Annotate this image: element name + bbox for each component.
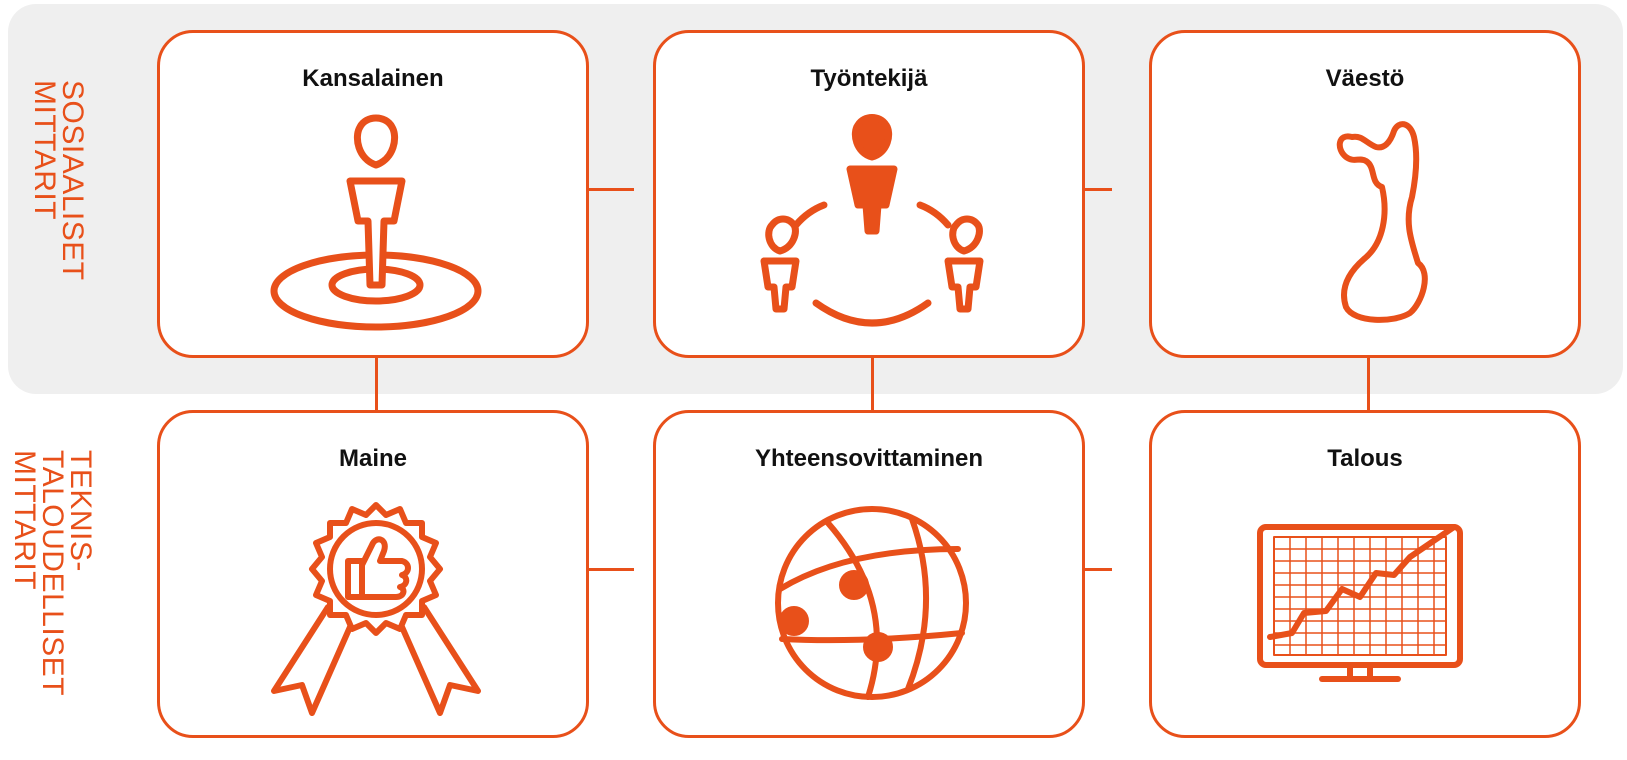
award-thumbs-up-icon bbox=[271, 502, 481, 716]
card-maine: Maine bbox=[157, 410, 589, 738]
card-kansalainen: Kansalainen bbox=[157, 30, 589, 358]
network-globe-icon bbox=[775, 506, 969, 700]
connector-tyontekija-yhteensovittaminen bbox=[871, 350, 874, 412]
finland-map-icon bbox=[1336, 121, 1428, 323]
card-title: Kansalainen bbox=[302, 65, 444, 92]
card-title: Maine bbox=[338, 445, 407, 472]
card-tyontekija: Työntekijä bbox=[653, 30, 1085, 358]
connector-kansalainen-tyontekija bbox=[570, 188, 634, 191]
card-yhteensovittaminen: Yhteensovittaminen bbox=[653, 410, 1085, 738]
growth-chart-monitor-icon bbox=[1257, 524, 1463, 682]
card-title: Yhteensovittaminen bbox=[754, 445, 984, 472]
card-vaesto: Väestö bbox=[1149, 30, 1581, 358]
connector-kansalainen-maine bbox=[375, 350, 378, 412]
connector-vaesto-talous bbox=[1367, 350, 1370, 412]
team-circle-icon bbox=[760, 114, 984, 327]
technoeconomic-metrics-label: TEKNIS- TALOUDELLISET MITTARIT bbox=[8, 450, 97, 697]
person-on-target-icon bbox=[270, 114, 482, 331]
card-title: Väestö bbox=[1325, 65, 1405, 92]
card-title: Työntekijä bbox=[810, 65, 928, 92]
connector-maine-yhteensovittaminen bbox=[570, 568, 634, 571]
card-talous: Talous bbox=[1149, 410, 1581, 738]
social-metrics-label: SOSIAALISET MITTARIT bbox=[28, 80, 89, 281]
card-title: Talous bbox=[1327, 445, 1403, 472]
